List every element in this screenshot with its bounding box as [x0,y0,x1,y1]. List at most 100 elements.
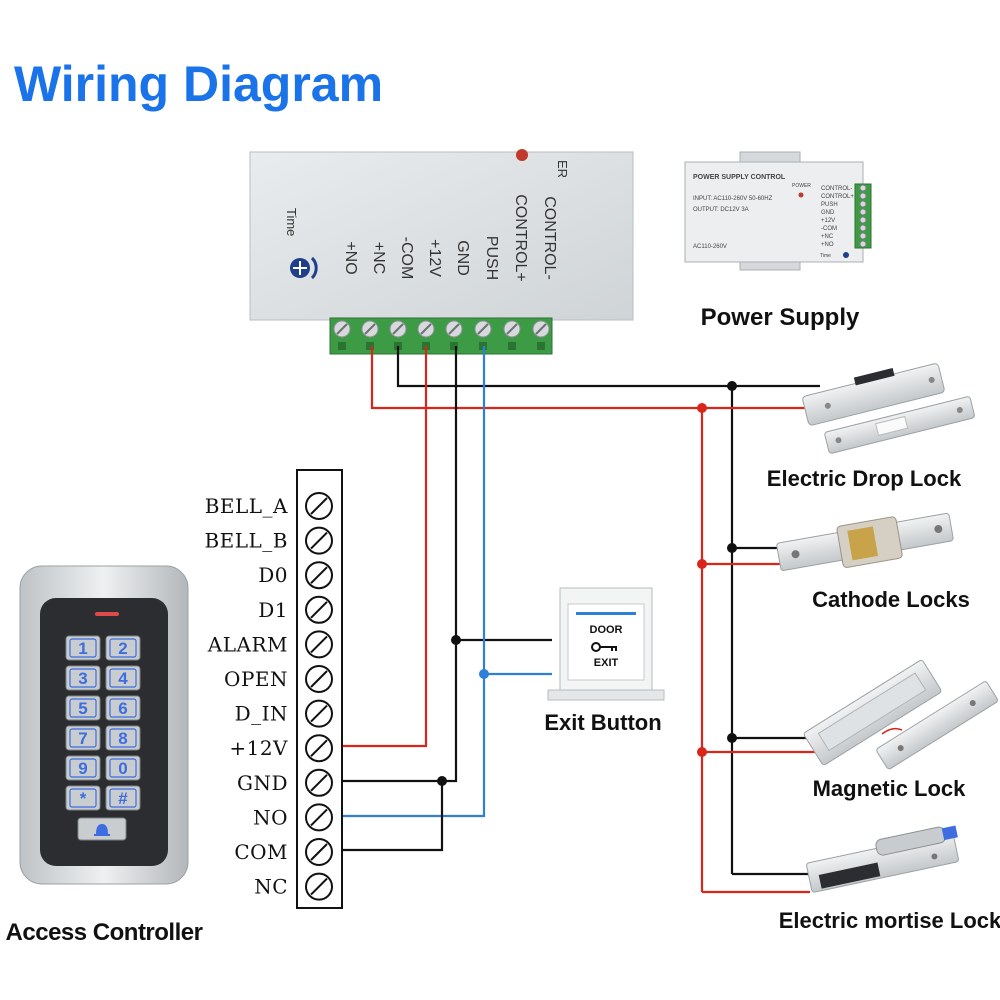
power-supply-screws [859,184,867,248]
wire-gnd-black [342,346,458,783]
junction-dot [727,543,737,553]
keypad-key-label: 9 [78,759,87,778]
power-supply-terminal-label: +12V [821,218,835,224]
power-supply-terminal-label: CONTROL+ [821,194,854,200]
controller-terminal-screw [305,561,333,590]
controller-terminal-screw [305,734,333,763]
power-box-screw [503,320,521,350]
wire-12v-red [342,346,428,748]
keypad-key[interactable]: * [65,785,101,811]
power-supply-power-text: POWER [792,183,811,189]
lock-label-drop: Electric Drop Lock [767,466,962,491]
controller-terminal-screw [305,768,333,797]
controller-terminal-label: GND [237,771,288,795]
wire-no-red [370,346,815,410]
controller-terminal-screw [305,492,333,520]
power-box-terminal-label: GND [454,240,471,276]
keypad-key[interactable]: 5 [65,695,101,721]
exit-button-strip [576,612,636,615]
junction-dot [479,669,489,679]
key-icon [591,642,617,652]
power-supply-screw [859,216,867,224]
power-supply-screw [859,184,867,192]
junction-dot [697,747,707,757]
keypad-key-label: 6 [118,699,127,718]
power-supply-knob-icon [843,252,849,258]
keypad-key[interactable]: 2 [105,635,141,661]
controller-terminal-screw [305,595,333,624]
exit-button-top-text: DOOR [590,624,623,636]
wires [342,346,822,894]
lock-label-mortise: Electric mortise Lock [779,908,1000,933]
keypad-key[interactable]: 6 [105,695,141,721]
magnetic-lock [803,659,998,770]
power-supply-screw [859,192,867,200]
controller-terminal-strip: BELL_ABELL_BD0D1ALARMOPEND_IN+12VGNDNOCO… [204,469,343,909]
time-label: Time [284,208,299,236]
keypad-key[interactable]: 0 [105,755,141,781]
controller-terminal-screw [305,630,333,659]
power-supply-terminal-block [854,183,872,249]
power-supply-label: Power Supply [701,304,860,331]
power-supply-screw [859,232,867,240]
keypad-key[interactable]: 7 [65,725,101,751]
access-controller-label: Access Controller [6,919,203,946]
keypad-key-label: 2 [118,639,127,658]
controller-terminal-label: D1 [258,598,288,622]
power-supply-input: INPUT: AC110-260V 50-60HZ [693,196,773,202]
power-supply-terminal-label: GND [821,210,835,216]
wire-com-black [396,346,820,388]
power-supply-unit: POWER SUPPLY CONTROL INPUT: AC110-260V 5… [684,151,872,271]
keypad-key[interactable]: 8 [105,725,141,751]
keypad-key[interactable]: 4 [105,665,141,691]
power-box-screw [445,320,463,350]
keypad-key[interactable]: 1 [65,635,101,661]
power-box-screw [361,320,379,350]
power-indicator-led [516,149,528,161]
controller-terminal-label: OPEN [224,667,288,691]
controller-terminal-screw [305,803,333,832]
junction-dot [451,635,461,645]
keypad-key[interactable]: # [105,785,141,811]
electric-mortise-lock [806,825,959,893]
power-supply-led [798,192,804,198]
power-box-terminal-label: CONTROL- [541,196,558,280]
exit-button-label: Exit Button [544,710,661,735]
controller-terminal-label: BELL_A [205,494,288,518]
power-box-terminal-label: +12V [426,239,443,277]
controller-terminal-label: COM [234,840,288,864]
controller-terminal-screw [305,872,333,901]
controller-terminal-label: NO [253,805,288,829]
keypad-bell-button[interactable] [77,817,127,841]
controller-terminal-label: BELL_B [204,529,288,553]
power-supply-terminal-label: +NC [821,234,834,240]
power-supply-screw [859,240,867,248]
power-box-terminal-label: PUSH [483,236,500,280]
controller-terminal-label: ALARM [207,632,288,656]
keypad-key-label: 0 [118,759,127,778]
power-supply-range: AC110-260V [693,244,727,250]
controller-terminal-label: NC [254,875,288,899]
power-box-corner-text: ER [555,160,570,178]
junction-dot [697,559,707,569]
power-box-terminal-block [329,317,553,355]
keypad-key-label: 5 [78,699,87,718]
keypad-key[interactable]: 3 [65,665,101,691]
controller-terminal-label: +12V [229,736,288,760]
exit-button-plate[interactable] [567,603,645,681]
power-supply-output: OUTPUT: DC12V 3A [693,207,749,213]
exit-button-bottom-text: EXIT [594,657,619,669]
keypad-key[interactable]: 9 [65,755,101,781]
power-box-screw [532,320,550,350]
controller-terminal-screw [305,665,333,693]
power-supply-terminal-label: CONTROL- [821,186,852,192]
keypad-key-label: 7 [78,729,87,748]
exit-button-device[interactable]: DOOR EXIT [547,587,665,701]
junction-dot [727,381,737,391]
wire-push-blue [342,346,486,818]
power-supply-terminal-label: +NO [821,242,834,248]
power-box-terminal-label: CONTROL+ [512,194,529,282]
lock-label-cathode: Cathode Locks [812,587,970,612]
